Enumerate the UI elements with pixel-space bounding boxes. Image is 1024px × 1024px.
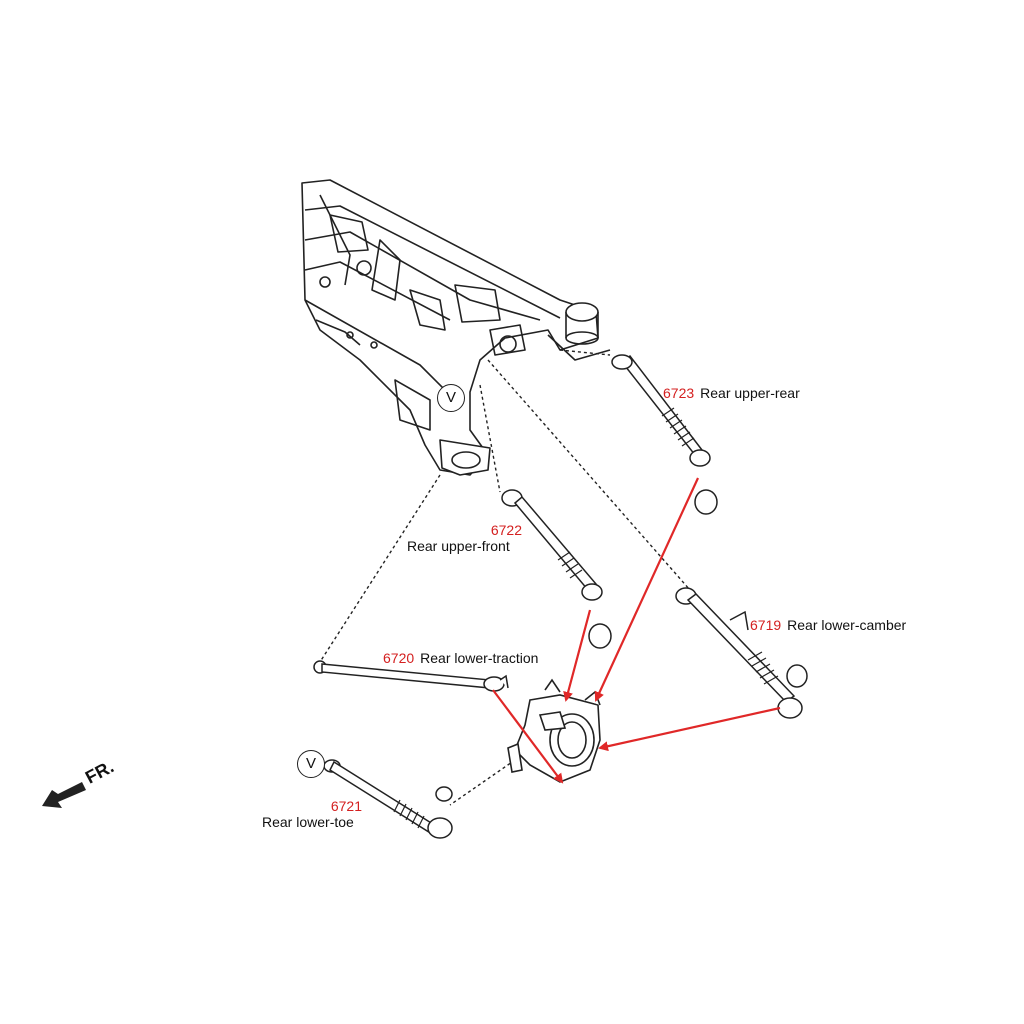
label-6719: 6719 Rear lower-camber: [750, 617, 906, 633]
rear-subframe: [301, 179, 611, 476]
label-6723: 6723 Rear upper-rear: [663, 385, 800, 401]
part-number: 6722: [490, 522, 522, 538]
label-6721: 6721 Rear lower-toe: [262, 798, 362, 830]
front-direction-arrow-icon: [42, 782, 86, 808]
part-name: Rear lower-camber: [787, 617, 907, 633]
v-badge-subframe: V: [437, 384, 465, 412]
part-name: Rear upper-front: [407, 538, 510, 554]
link-6719: [675, 587, 808, 719]
part-number: 6721: [330, 798, 362, 814]
part-number: 6719: [750, 617, 782, 633]
part-name: Rear lower-toe: [262, 814, 354, 830]
part-number: 6720: [383, 650, 415, 666]
rear-knuckle: [507, 678, 601, 783]
label-6720: 6720 Rear lower-traction: [383, 650, 538, 666]
link-6723: [611, 354, 718, 515]
v-badge-toe: V: [297, 750, 325, 778]
link-6721: [323, 759, 453, 839]
part-name: Rear upper-rear: [700, 385, 800, 401]
part-number: 6723: [663, 385, 695, 401]
part-name: Rear lower-traction: [420, 650, 539, 666]
dashed-leader-lines: [319, 349, 691, 806]
link-6722: [501, 489, 612, 649]
red-connection-arrows: [492, 477, 781, 784]
label-6722: 6722 Rear upper-front: [407, 522, 522, 554]
